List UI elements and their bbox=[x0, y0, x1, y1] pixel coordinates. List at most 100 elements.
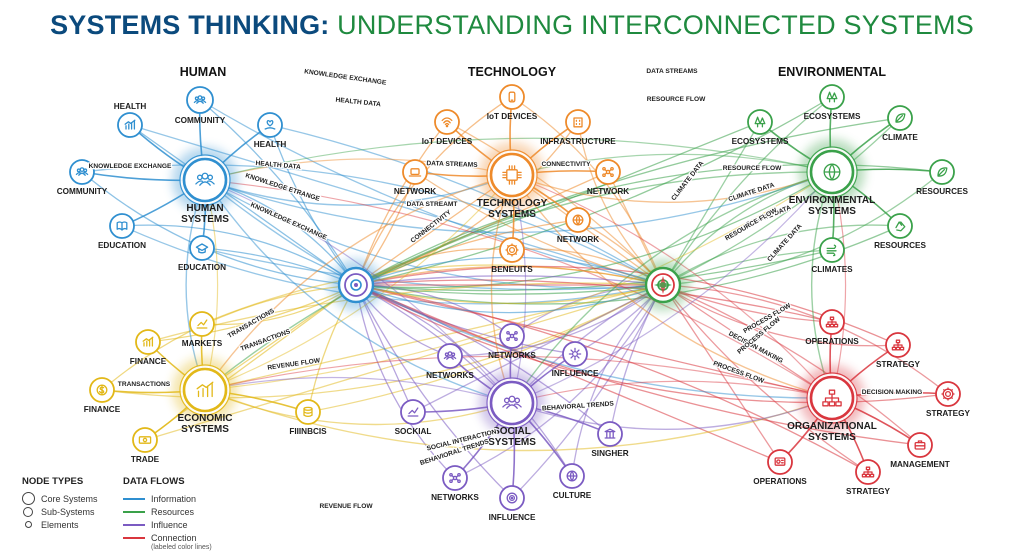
flow-line bbox=[662, 284, 949, 395]
legend-label: Core Systems bbox=[41, 493, 98, 504]
node-strategy-top[interactable]: STRATEGY bbox=[876, 332, 921, 369]
node-network-left[interactable]: NETWORK bbox=[394, 159, 436, 196]
node-network-bottom[interactable]: NETWORK bbox=[557, 207, 599, 244]
flow-line bbox=[511, 171, 833, 404]
node-label: NETWORKS bbox=[488, 351, 536, 360]
org-chart-icon bbox=[825, 316, 839, 328]
flow-line-swatch bbox=[123, 523, 145, 526]
node-label: CLIMATES bbox=[811, 265, 853, 274]
dashboard-icon bbox=[774, 457, 786, 466]
node-label: SINGHER bbox=[591, 449, 628, 458]
flow-line bbox=[662, 117, 901, 286]
node-health-right[interactable]: HEALTH bbox=[254, 112, 287, 149]
node-networks-top[interactable]: NETWORKS bbox=[488, 323, 536, 360]
node-beneuits[interactable]: BENEUITS bbox=[491, 237, 533, 274]
node-iot-devices-left[interactable]: IoT DEVICES bbox=[422, 109, 473, 146]
network-hub-icon bbox=[602, 166, 614, 178]
node-networks-left[interactable]: NETWORKS bbox=[426, 343, 474, 380]
node-community-left[interactable]: COMMUNITY bbox=[57, 159, 108, 196]
node-ecosystems-left[interactable]: ECOSYSTEMS bbox=[732, 109, 789, 146]
node-label: EDUCATION bbox=[98, 241, 146, 250]
bar-chart-icon bbox=[196, 381, 214, 398]
data-flows-title: DATA FLOWS bbox=[123, 476, 185, 487]
node-trade[interactable]: TRADE bbox=[131, 427, 160, 464]
node-label-line: TECHNOLOGY bbox=[477, 198, 548, 209]
flow-label: BEHAVIORAL TRENDS bbox=[542, 400, 615, 412]
node-singher[interactable]: SINGHER bbox=[591, 421, 629, 458]
node-label: ECOSYSTEMS bbox=[804, 112, 861, 121]
node-resources-bottom[interactable]: RESOURCES bbox=[874, 213, 926, 250]
legend-core-systems: Core Systems bbox=[22, 492, 98, 505]
wind-icon bbox=[826, 244, 837, 257]
node-education-bottom[interactable]: EDUCATION bbox=[178, 235, 226, 272]
page-title: SYSTEMS THINKING: UNDERSTANDING INTERCON… bbox=[0, 10, 1024, 41]
node-climate[interactable]: CLIMATE bbox=[882, 105, 918, 142]
flow-line-swatch bbox=[123, 510, 145, 513]
flow-line bbox=[355, 284, 664, 305]
flow-line bbox=[204, 174, 513, 391]
node-label-line: SYSTEMS bbox=[808, 432, 856, 443]
node-climates[interactable]: CLIMATES bbox=[811, 237, 853, 274]
node-iot-devices-top[interactable]: IoT DEVICES bbox=[487, 84, 538, 121]
node-finance-left[interactable]: FINANCE bbox=[84, 377, 121, 414]
network-icon bbox=[506, 330, 518, 342]
node-label: FINANCE bbox=[130, 357, 167, 366]
flow-line bbox=[204, 171, 833, 234]
trees-icon bbox=[754, 116, 766, 128]
node-influence-right[interactable]: INFLUENCE bbox=[552, 341, 599, 378]
flow-line bbox=[204, 355, 833, 399]
flow-line bbox=[204, 179, 833, 399]
node-label: CLIMATE bbox=[882, 133, 918, 142]
flow-line bbox=[204, 389, 513, 426]
node-operations-top[interactable]: OPERATIONS bbox=[805, 309, 859, 346]
node-sockial[interactable]: SOCKIAL bbox=[395, 399, 432, 436]
node-management[interactable]: MANAGEMENT bbox=[890, 432, 950, 469]
node-markets[interactable]: MARKETS bbox=[182, 311, 223, 348]
flow-line-swatch bbox=[123, 536, 145, 539]
node-label: FINANCE bbox=[84, 405, 121, 414]
node-infrastructure[interactable]: INFRASTRUCTURE bbox=[540, 109, 616, 146]
node-culture[interactable]: CULTURE bbox=[553, 463, 592, 500]
node-label-line: SOCIAL bbox=[493, 426, 531, 437]
node-education-left[interactable]: EDUCATION bbox=[98, 213, 146, 250]
node-health-left[interactable]: HEALTH bbox=[114, 102, 147, 138]
node-networks-bottom[interactable]: NETWORKS bbox=[431, 465, 479, 502]
node-label: OPERATIONS bbox=[753, 477, 807, 486]
node-network-right[interactable]: NETWORK bbox=[587, 159, 629, 196]
node-strategy-right[interactable]: STRATEGY bbox=[926, 381, 971, 418]
node-label: IoT DEVICES bbox=[422, 137, 473, 146]
people-icon bbox=[75, 167, 89, 176]
legend-label: Resources bbox=[151, 506, 195, 517]
people-icon bbox=[502, 395, 522, 409]
node-finance-top[interactable]: FINANCE bbox=[130, 329, 167, 366]
flow-line bbox=[355, 284, 921, 446]
node-strategy-bottom[interactable]: STRATEGY bbox=[846, 459, 891, 496]
recycle-icon bbox=[895, 221, 906, 232]
group-heading-technology: TECHNOLOGY bbox=[468, 65, 557, 79]
node-label-line: SYSTEMS bbox=[181, 214, 229, 225]
flow-line bbox=[204, 137, 833, 181]
chart-line-icon bbox=[407, 407, 419, 417]
node-label: NETWORKS bbox=[431, 493, 479, 502]
node-community-top[interactable]: COMMUNITY bbox=[175, 86, 226, 125]
node-resources-right[interactable]: RESOURCES bbox=[916, 159, 968, 196]
node-operations-bottom[interactable]: OPERATIONS bbox=[753, 449, 807, 486]
node-label: FIIINBCIS bbox=[289, 427, 327, 436]
node-influence-bottom[interactable]: INFLUENCE bbox=[489, 485, 536, 522]
flow-line bbox=[355, 284, 573, 477]
node-fiiinbcis[interactable]: FIIINBCIS bbox=[289, 399, 327, 436]
flow-line bbox=[662, 284, 869, 473]
book-icon bbox=[116, 221, 128, 231]
node-ecosystems-top[interactable]: ECOSYSTEMS bbox=[804, 84, 861, 121]
flow-line bbox=[355, 284, 869, 473]
